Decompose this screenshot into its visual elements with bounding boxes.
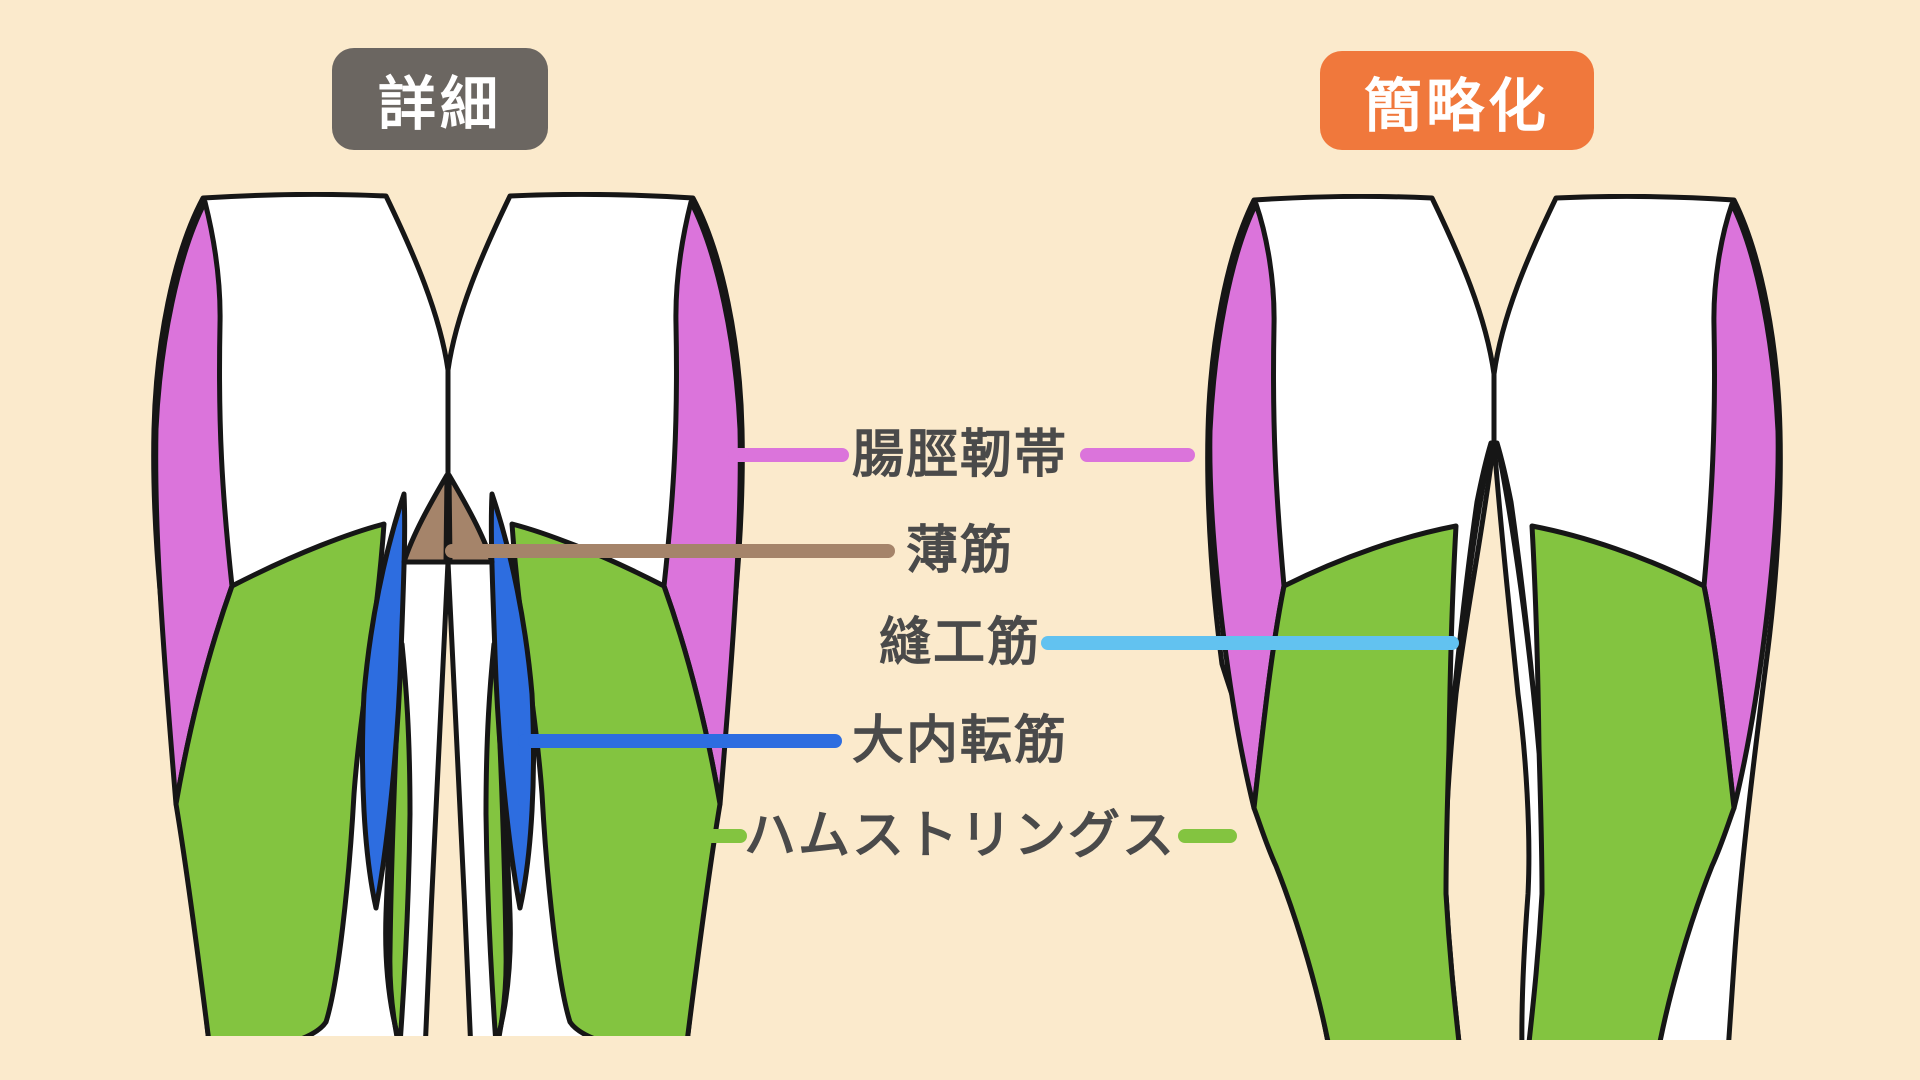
badge-detailed: 詳細: [332, 48, 548, 150]
hamstrings-region: [173, 521, 387, 1036]
sartorius-region: [1446, 440, 1494, 755]
badge-simplified: 簡略化: [1320, 51, 1594, 150]
hamstrings-region: [1251, 523, 1462, 1040]
gracilis-region: [401, 472, 450, 565]
badge-detailed-label: 詳細: [377, 70, 502, 138]
label-sartorius: 縫工筋: [878, 613, 1042, 673]
label-adductor-magnus: 大内転筋: [851, 711, 1069, 771]
figure-detailed-thighs: [151, 192, 745, 1036]
label-gracilis: 薄筋: [905, 521, 1015, 581]
badge-simplified-label: 簡略化: [1363, 71, 1550, 140]
figure-simplified-thighs: [1205, 194, 1783, 1040]
label-hamstrings: ハムストリングス: [743, 806, 1177, 866]
adductor-magnus-region: [360, 491, 408, 911]
label-iliotibial-band: 腸脛靭帯: [851, 425, 1069, 485]
